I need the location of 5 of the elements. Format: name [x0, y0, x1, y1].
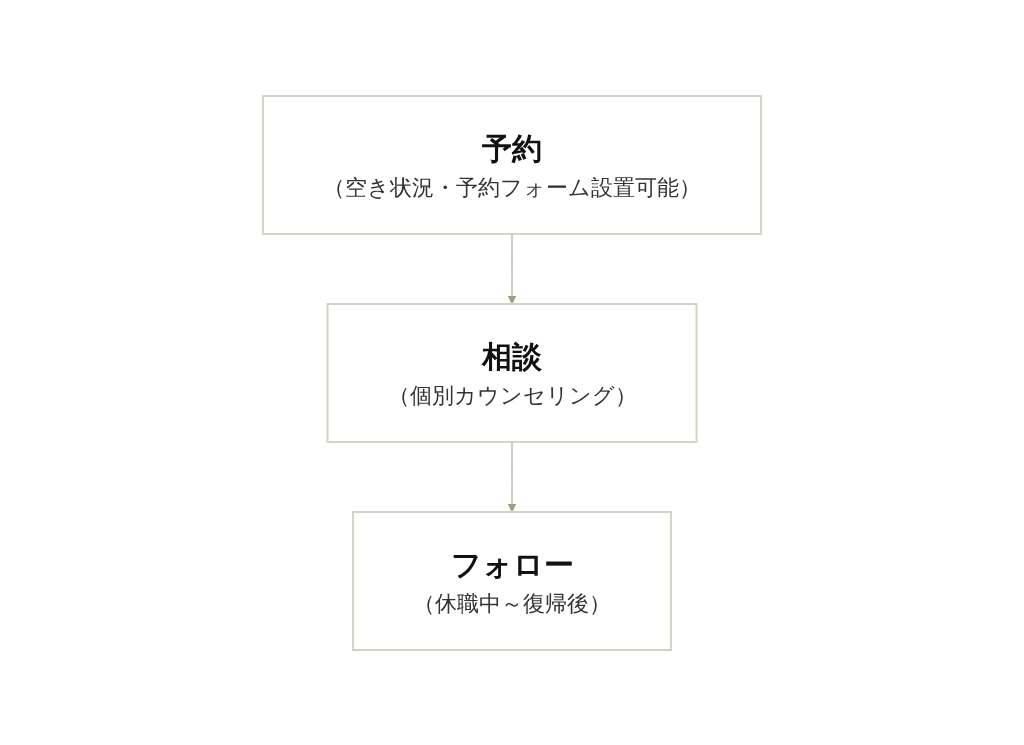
arrow — [507, 441, 517, 512]
node-box: 相談 （個別カウンセリング） — [326, 302, 698, 443]
arrow — [507, 233, 517, 304]
node-box: 予約 （空き状況・予約フォーム設置可能） — [262, 94, 762, 235]
node-box: フォロー （休職中～復帰後） — [352, 510, 672, 651]
